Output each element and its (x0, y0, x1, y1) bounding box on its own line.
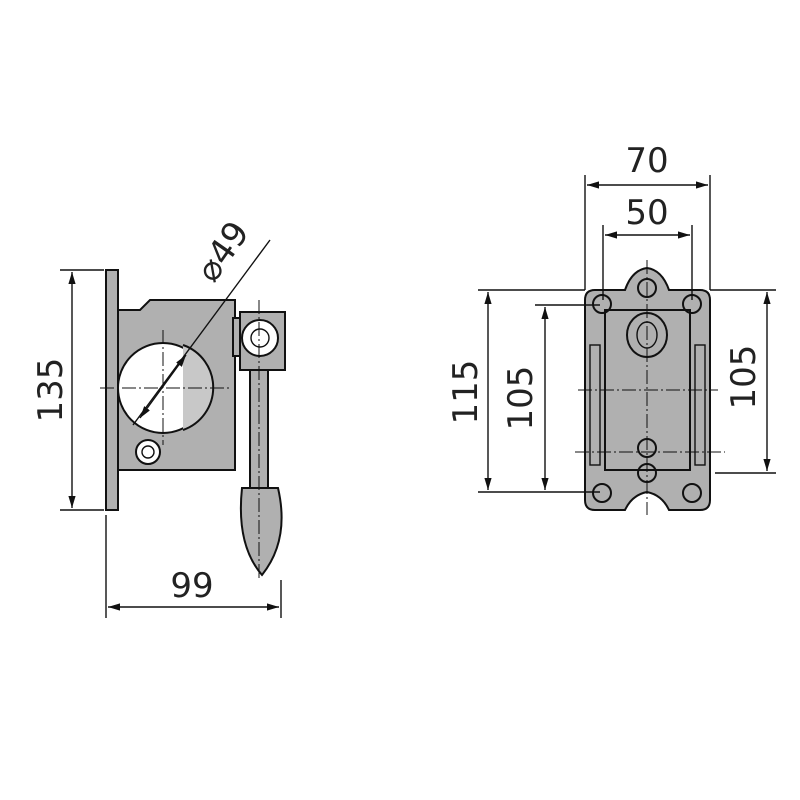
dimension-99: 99 (170, 566, 213, 606)
dimension-115: 115 (446, 360, 486, 425)
dimension-105-left: 105 (501, 366, 541, 431)
dimension-d49: ⌀49 (188, 214, 257, 289)
pivot-pin (241, 319, 279, 357)
dimension-105-right: 105 (724, 345, 764, 410)
dimension-line-d49 (139, 354, 187, 419)
front-view: 70 50 115 105 105 (446, 141, 776, 515)
bolt (135, 439, 161, 465)
dimension-135: 135 (31, 358, 71, 423)
mounting-plate (105, 269, 119, 511)
dimension-70: 70 (625, 141, 668, 181)
side-view: 135 99 ⌀49 (31, 214, 286, 618)
dimension-50: 50 (625, 193, 668, 233)
handle-grip (239, 487, 283, 577)
